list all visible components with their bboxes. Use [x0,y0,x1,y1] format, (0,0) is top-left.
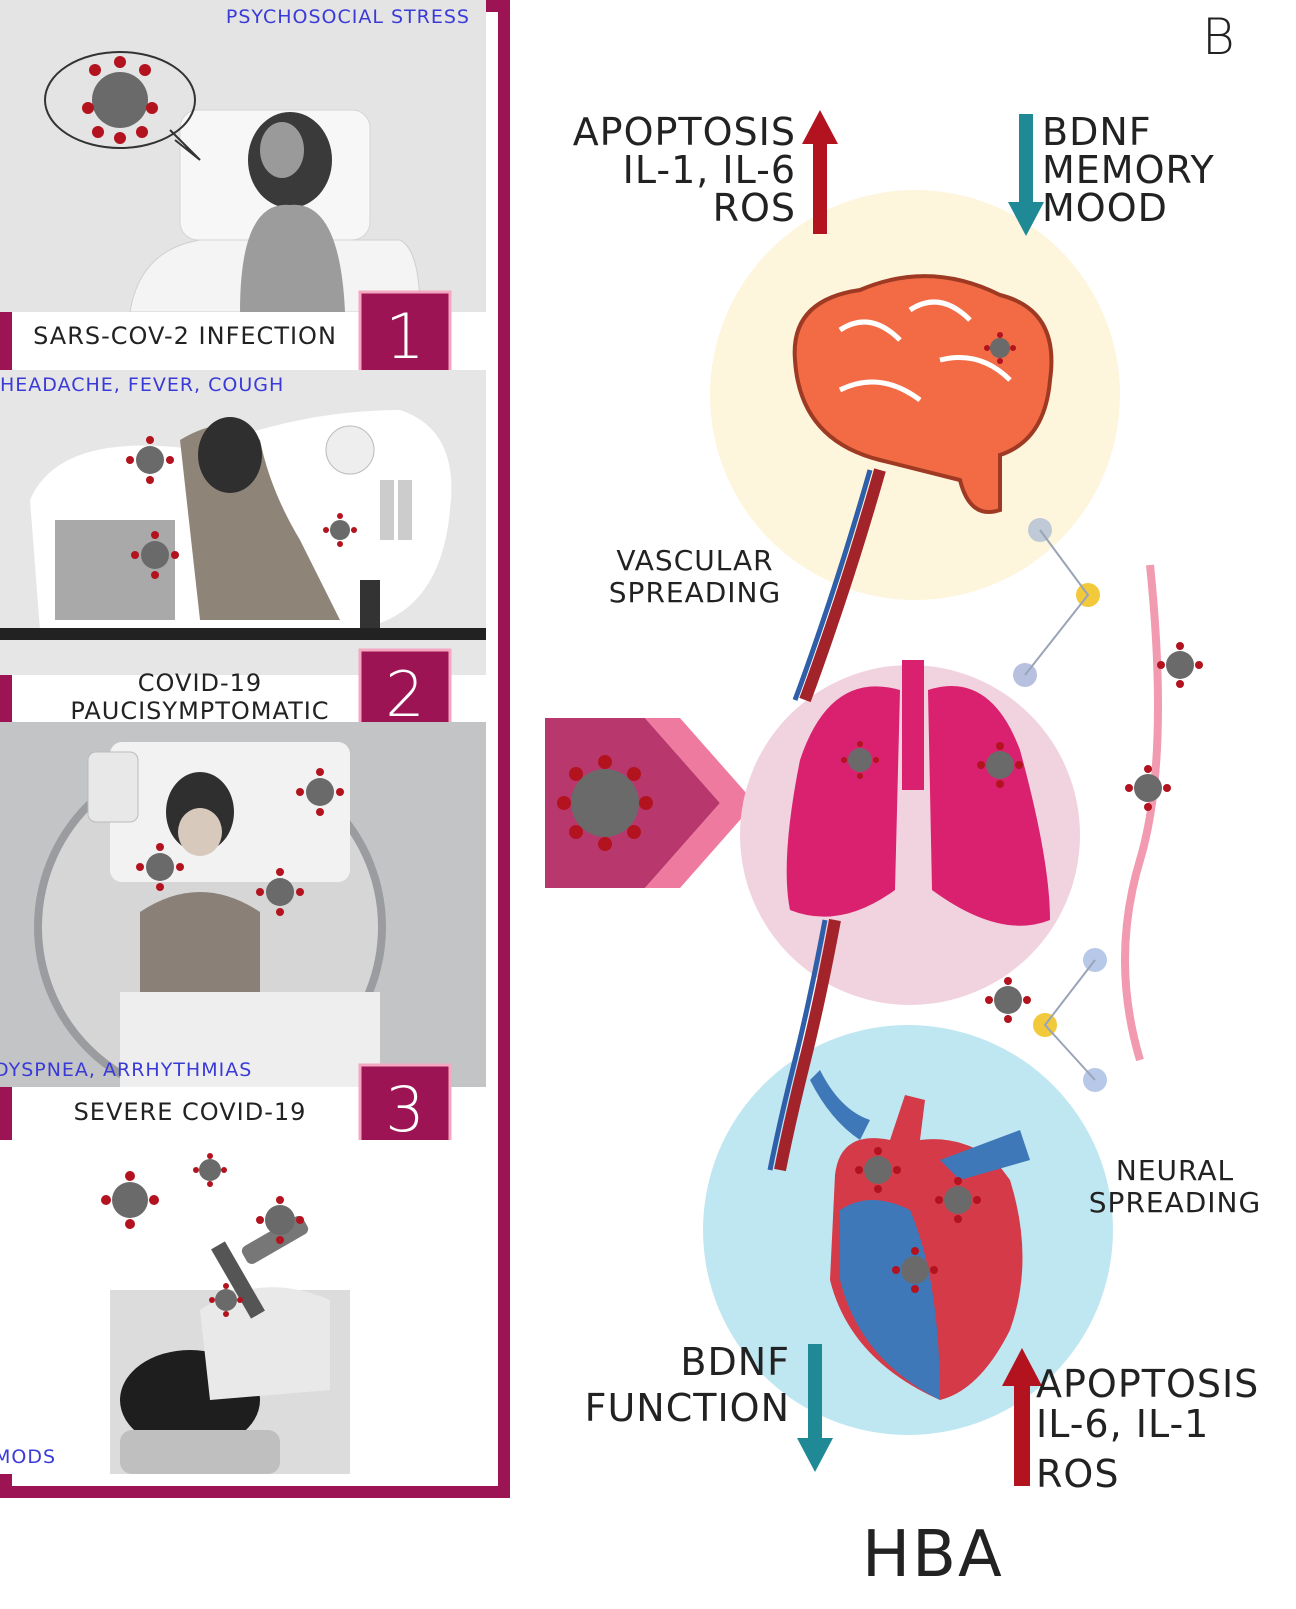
virus-icon [1157,642,1203,688]
virus-icon [82,56,158,144]
virus-icon [1125,765,1171,811]
neural-spreading-line2: SPREADING [1080,1187,1270,1219]
intubation-scene: MODS [0,1140,486,1474]
stage2-title-line2: PAUCISYMPTOMATIC [40,698,360,724]
hospital-illustration [0,722,486,1087]
stress-scene: PSYCHOSOCIAL STRESS [0,0,486,312]
vascular-spreading-line2: SPREADING [600,577,790,609]
stress-label: PSYCHOSOCIAL STRESS [226,6,470,28]
virus-icon [193,1153,227,1187]
stage1-symptoms: HEADACHE, FEVER, COUGH [0,374,284,396]
stage2-title-line1: COVID-19 [60,670,340,696]
stage3-symptoms: MODS [0,1446,56,1468]
panel-b-label: B [1202,8,1235,66]
heart-up-interleukins: IL-6, IL-1 [1036,1402,1209,1446]
virus-icon [101,1171,159,1229]
hba-label: HBA [862,1518,1004,1592]
heart-up-ros: ROS [1036,1452,1119,1496]
stage2-symptoms: DYSPNEA, ARRHYTHMIAS [0,1059,252,1081]
heart-down-bdnf: BDNF [560,1340,790,1384]
intubation-illustration [0,1140,486,1474]
heart-up-apoptosis: APOPTOSIS [1036,1362,1259,1406]
stage1-number: 1 [358,300,452,373]
chevron-arrow-icon [545,718,755,888]
stage3-title: SEVERE COVID-19 [40,1098,340,1126]
panel-a-frame: PSYCHOSOCIAL STRESS SARS-COV-2 INFECTION… [0,0,510,1498]
stage2-number: 2 [358,658,452,731]
brain-up-ros: ROS [560,186,796,230]
stress-illustration [0,0,486,312]
brain-down-mood: MOOD [1042,186,1168,230]
hospital-scene: DYSPNEA, ARRHYTHMIAS [0,722,486,1087]
neural-spreading-line1: NEURAL [1080,1155,1270,1187]
heart-down-function: FUNCTION [560,1386,790,1430]
office-illustration [0,370,486,675]
brain-up-arrow-icon [800,108,840,238]
vascular-spreading-line1: VASCULAR [600,545,790,577]
stage1-title: SARS-COV-2 INFECTION [20,322,350,350]
office-scene: HEADACHE, FEVER, COUGH [0,370,486,675]
stage3-number: 3 [358,1073,452,1146]
brain-down-arrow-icon [1006,112,1046,238]
heart-down-arrow-icon [795,1342,835,1474]
